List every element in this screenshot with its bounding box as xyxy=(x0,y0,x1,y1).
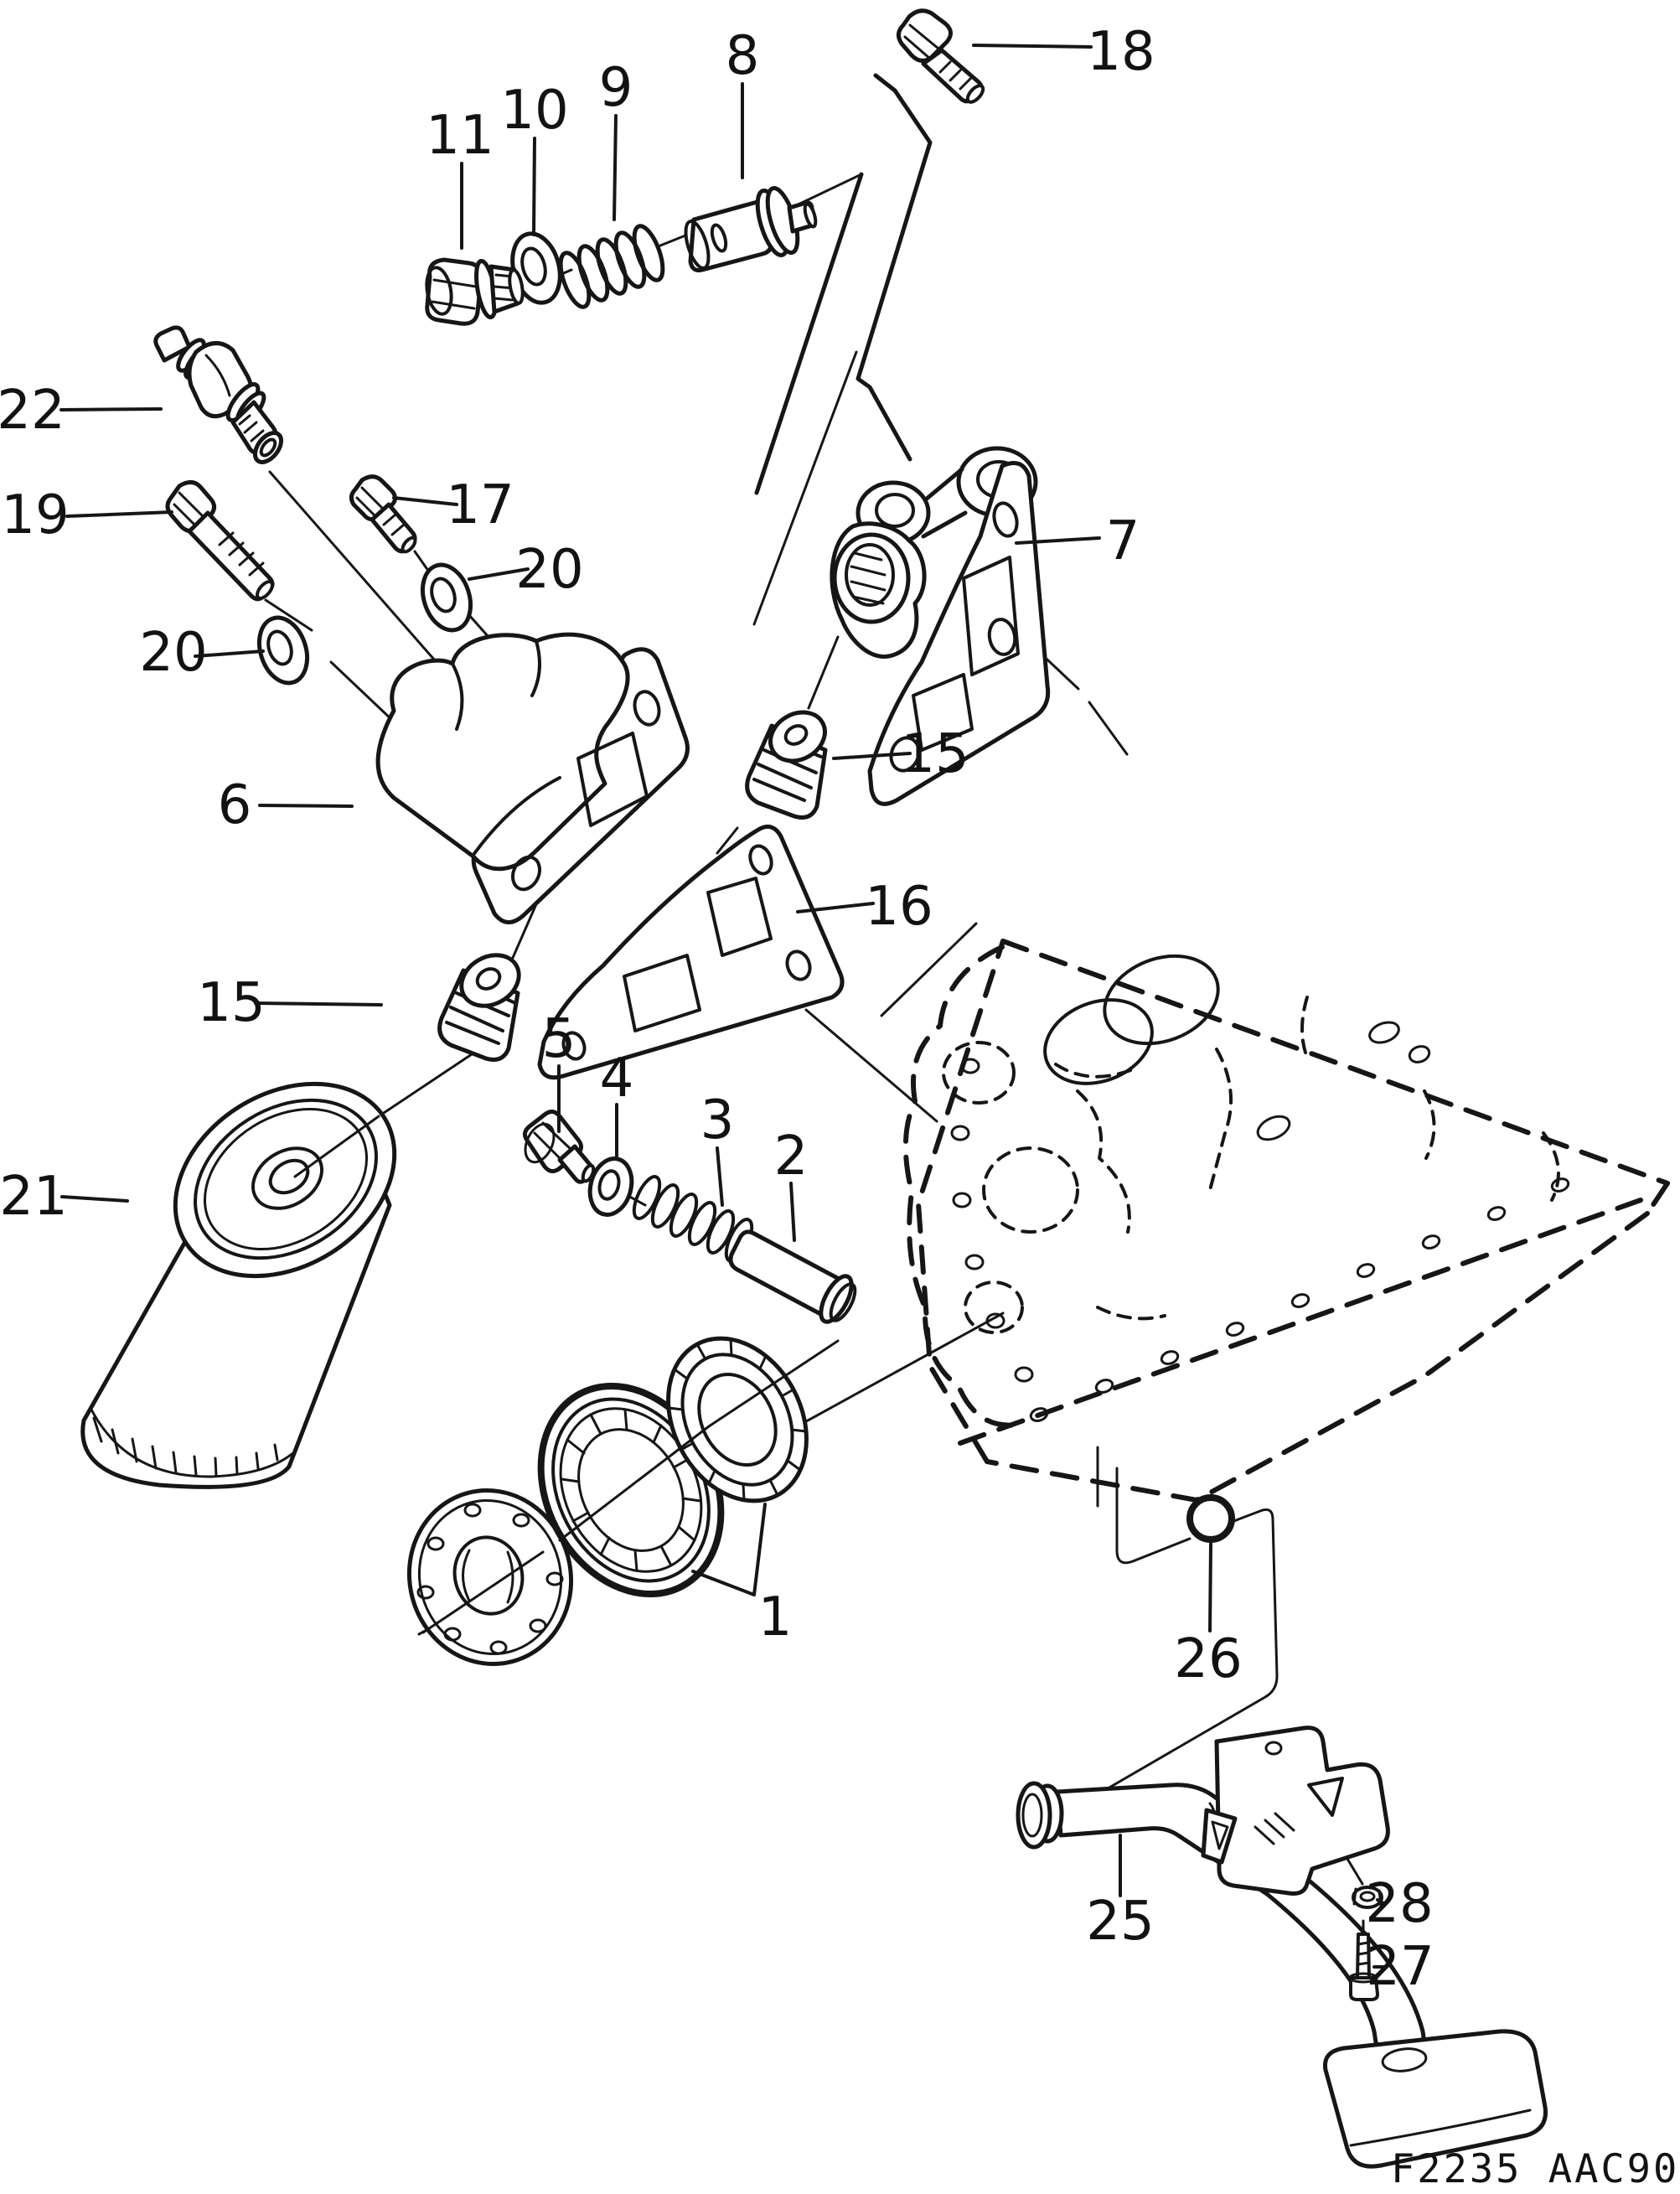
callout-label-17: 17 xyxy=(446,474,514,536)
callout-leader-18 xyxy=(972,44,1093,49)
callout-label-2: 2 xyxy=(774,1125,809,1188)
callout-leader-2 xyxy=(789,1182,796,1242)
part-spring-9 xyxy=(558,224,665,309)
callout-label-26: 26 xyxy=(1174,1628,1242,1690)
part-nipple-15-right xyxy=(745,710,828,820)
callout-layer: 1234567891011151516171819202021222526272… xyxy=(0,21,1434,1998)
engine-block-details-dashed xyxy=(942,996,1560,1334)
callout-leader-28 xyxy=(1376,1898,1385,1905)
callout-label-3: 3 xyxy=(700,1089,735,1151)
filter-knurl xyxy=(92,1416,279,1477)
callout-label-27: 27 xyxy=(1366,1936,1434,1998)
callout-label-5: 5 xyxy=(542,1008,576,1070)
rotor-gear-teeth xyxy=(667,1338,808,1502)
callout-label-15: 15 xyxy=(901,723,969,785)
callout-leader-19 xyxy=(65,510,173,518)
callout-label-16: 16 xyxy=(865,876,933,938)
part-washer-4 xyxy=(587,1157,634,1217)
callout-label-4: 4 xyxy=(600,1048,634,1110)
bracket-axis-overlay xyxy=(752,350,858,626)
part-bolt-17 xyxy=(349,474,417,554)
callout-label-7: 7 xyxy=(1106,510,1140,572)
callout-label-28: 28 xyxy=(1365,1873,1433,1935)
figure-code: F2235 AAC90 xyxy=(1391,2146,1679,2192)
pump-rotor-gear xyxy=(666,1336,809,1503)
part-washer-10 xyxy=(510,231,562,305)
part-oil-pump-1 xyxy=(406,1336,809,1666)
part-plug-11 xyxy=(425,257,525,326)
ring-gear-teeth xyxy=(560,1408,702,1572)
callout-leader-26 xyxy=(1208,1542,1212,1633)
part-bolt-19 xyxy=(165,480,275,602)
threaded-port xyxy=(850,551,887,605)
cylinder-bores xyxy=(1043,954,1220,1085)
callout-leader-20 xyxy=(194,649,265,658)
pickup-bracket xyxy=(1214,1726,1390,1896)
callout-label-22: 22 xyxy=(0,380,65,442)
part-oil-filter-housing-6 xyxy=(375,632,690,924)
callout-leader-22 xyxy=(59,407,163,411)
part-pickup-tube-25 xyxy=(1016,1726,1548,2169)
callout-leader-17 xyxy=(392,496,458,506)
block-bolt-holes xyxy=(950,1021,1570,1422)
part-bypass-piston-2 xyxy=(728,1229,857,1324)
callout-label-11: 11 xyxy=(426,105,494,167)
callout-leader-3 xyxy=(716,1146,724,1207)
callout-leader-15 xyxy=(832,752,912,760)
callout-leader-6 xyxy=(258,804,354,808)
strainer-foot xyxy=(1322,2029,1548,2169)
part-cap-nut-5 xyxy=(523,1110,596,1184)
callout-label-20: 20 xyxy=(515,539,583,601)
part-oil-pressure-sensor-22 xyxy=(153,325,284,464)
callout-leader-16 xyxy=(796,902,875,913)
part-gasket-16 xyxy=(537,824,845,1080)
callout-leader-9 xyxy=(613,114,618,221)
part-relief-valve-piston-8 xyxy=(684,186,818,272)
callout-leader-15 xyxy=(254,1001,383,1006)
pump-axis-overlay xyxy=(421,1339,840,1634)
filter-axis-overlay xyxy=(293,1115,380,1178)
part-washer-20-left xyxy=(257,615,309,686)
callout-leader-20 xyxy=(468,567,530,581)
callout-label-19: 19 xyxy=(1,484,69,546)
callout-label-1: 1 xyxy=(758,1586,793,1648)
part-oil-filter-bracket-7 xyxy=(830,446,1051,806)
callout-leader-10 xyxy=(532,137,536,236)
callout-leader-7 xyxy=(1015,536,1101,545)
part-washer-20-right xyxy=(421,562,473,633)
part-nipple-15-left xyxy=(437,953,521,1062)
part-bolt-18 xyxy=(897,8,985,104)
pointer-zigzag xyxy=(754,73,933,495)
callout-label-18: 18 xyxy=(1087,21,1155,83)
callout-leader-1 xyxy=(691,1503,767,1596)
callout-label-8: 8 xyxy=(726,25,760,87)
engine-block-outline xyxy=(902,939,1670,1503)
callout-label-25: 25 xyxy=(1086,1891,1154,1953)
callout-label-10: 10 xyxy=(500,80,568,142)
engine-block-phantom xyxy=(902,939,1670,1503)
callout-label-15: 15 xyxy=(197,972,265,1034)
pump-cover-plate xyxy=(406,1488,574,1666)
callout-label-21: 21 xyxy=(0,1166,68,1228)
part-bolt-27 xyxy=(1348,1933,1379,2001)
callout-label-6: 6 xyxy=(218,774,252,836)
callout-label-20: 20 xyxy=(139,622,207,684)
callout-leader-21 xyxy=(60,1195,129,1203)
part-o-ring-26 xyxy=(1186,1494,1235,1543)
callout-label-9: 9 xyxy=(599,57,633,119)
part-oil-filter-21 xyxy=(80,1081,397,1489)
